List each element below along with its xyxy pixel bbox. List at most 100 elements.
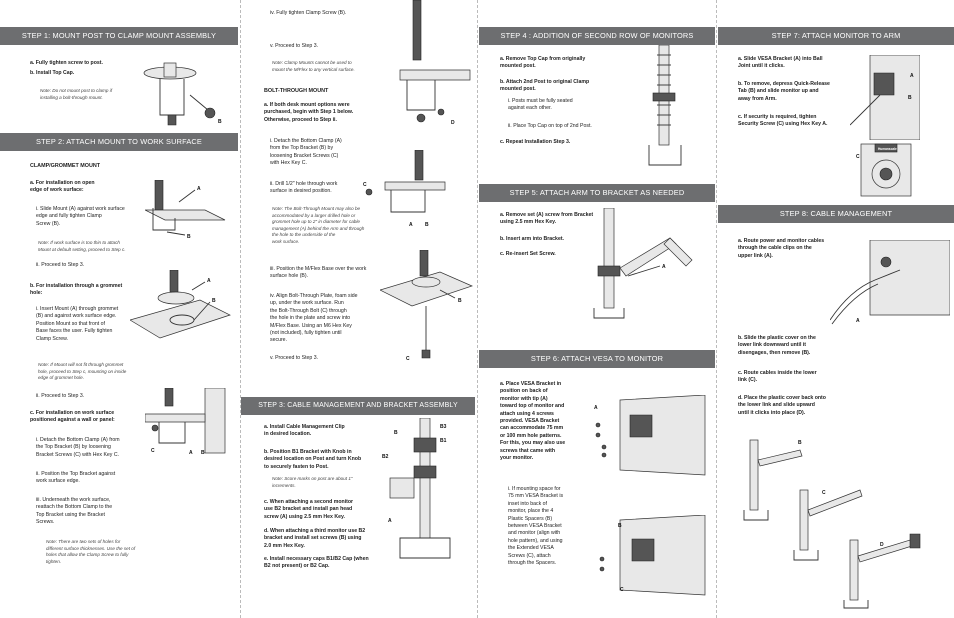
- step3-a: a. Install Cable Management Clip in desi…: [264, 424, 345, 438]
- step6-illustration-2: B C: [599, 515, 706, 596]
- step6-illustration-1: A: [594, 395, 706, 476]
- step7-b: b. To remove, depress Quick-Release Tab …: [738, 81, 830, 102]
- step2-c-i: i. Detach the Bottom Clamp (A) from the …: [36, 437, 120, 458]
- step7-label-b: B: [908, 95, 912, 101]
- step2-wall-label-a: A: [189, 450, 193, 456]
- step1-label-b: B: [218, 119, 222, 125]
- step7-label-c-svg: C: [856, 154, 860, 160]
- step3-c: c. When attaching a second monitor use B…: [264, 499, 354, 520]
- bolt1-label-c: C: [363, 182, 367, 188]
- col2-top-illustration: D: [399, 0, 471, 126]
- step3-b: b. Position B1 Bracket with Knob in desi…: [264, 449, 362, 470]
- step2-c-note2: Note: Clamp Mounts cannot be used to mou…: [272, 60, 355, 72]
- step7-illustration-2: Humanscale: [860, 143, 912, 197]
- step2-c-ii: ii. Position the Top Bracket against wor…: [36, 471, 116, 485]
- step8-b: b. Slide the plastic cover on the lower …: [738, 335, 816, 356]
- step6-a: a. Place VESA Bracket in position on bac…: [500, 381, 566, 462]
- step2-a-ii: ii. Proceed to Step 3.: [36, 262, 85, 268]
- step2-wall-label-b: B: [201, 450, 205, 456]
- step7-label-c: C: [856, 154, 860, 160]
- step2-bt-iv: iv. Align Bolt-Through Plate, foam side …: [270, 293, 358, 344]
- step1-illustration: B: [143, 62, 222, 126]
- step3-label-a: A: [388, 518, 392, 524]
- step3-label-b: B: [394, 430, 398, 436]
- step4-c: c. Repeat Installation Step 3.: [500, 139, 571, 145]
- bolt1-label-a: A: [409, 222, 413, 228]
- step7-a: a. Slide VESA Bracket (A) into Ball Join…: [738, 56, 823, 70]
- step8-label-b: B: [798, 440, 802, 446]
- step7-brand-label: Humanscale: [878, 147, 897, 151]
- step2-a: a. For installation on open edge of work…: [30, 180, 95, 194]
- step8-illustration-a: A: [830, 240, 950, 325]
- step8-a: a. Route power and monitor cables throug…: [738, 238, 825, 259]
- step1-a: a. Fully tighten screw to post.: [30, 60, 103, 66]
- step5-label-a: A: [662, 264, 666, 270]
- step2-illustration-wall: C A B: [145, 388, 226, 456]
- step4-illustration: [648, 45, 682, 166]
- bolt2-label-c: C: [406, 356, 410, 362]
- step3-d: d. When attaching a third monitor use B2…: [264, 528, 366, 549]
- bolt-illustration-2: B C: [380, 250, 473, 362]
- step5-a: a. Remove set (A) screw from Bracket usi…: [500, 212, 594, 226]
- step3-label-b1: B1: [440, 438, 447, 444]
- step1-b: b. Install Top Cap.: [30, 70, 75, 76]
- step2-edge-label-a: A: [197, 186, 201, 192]
- step6-label-c: C: [620, 587, 624, 593]
- step7-c: c. If security is required, tighten Secu…: [738, 114, 828, 128]
- step5-b: b. Insert arm into Bracket.: [500, 236, 564, 242]
- step2-a-i: i. Slide Mount (A) against work surface …: [36, 206, 125, 227]
- step2-bt-ii: ii. Drill 1/2" hole through work surface…: [270, 181, 338, 195]
- step2-b: b. For installation through a grommet ho…: [30, 283, 123, 297]
- step2-bt-iii: iii. Position the M/Flex Base over the w…: [270, 266, 367, 280]
- step7-label-a: A: [910, 73, 914, 79]
- step8-label-c: C: [822, 490, 826, 496]
- step6-label-b: B: [618, 523, 622, 529]
- step6-banner: STEP 6: ATTACH VESA TO MONITOR: [479, 350, 715, 368]
- bolt2-label-b: B: [458, 298, 462, 304]
- fold-line-2: [477, 0, 478, 618]
- fold-line-1: [240, 0, 241, 618]
- step3-label-b2: B2: [382, 454, 389, 460]
- step2-bt-v: v. Proceed to Step 3.: [270, 355, 319, 361]
- step2-c-iii: iii. Underneath the work surface, reatta…: [36, 497, 113, 526]
- step8-d: d. Place the plastic cover back onto the…: [738, 395, 826, 416]
- step3-label-b3: B3: [440, 424, 447, 430]
- step5-illustration: A: [593, 208, 693, 319]
- bolt1-label-b: B: [425, 222, 429, 228]
- step2-heading-bolt: BOLT-THROUGH MOUNT: [264, 88, 329, 94]
- step2-c-note: Note: There are two sets of holes for di…: [46, 539, 136, 564]
- step2-bt-i: i. Detach the Bottom Clamp (A) from the …: [270, 138, 342, 167]
- step8-illustration-bcd: B C D: [743, 439, 921, 609]
- step4-b-i: i. Posts must be fully seated against ea…: [508, 98, 573, 112]
- step7-illustration-1: A B: [850, 55, 920, 140]
- step8-banner: STEP 8: CABLE MANAGEMENT: [718, 205, 954, 223]
- step2-wall-label-c: C: [151, 448, 155, 454]
- step2-bt-a: a. If both desk mount options were purch…: [264, 102, 354, 123]
- bolt-illustration-1: C A B: [363, 150, 446, 228]
- step5-banner: STEP 5: ATTACH ARM TO BRACKET AS NEEDED: [479, 184, 715, 202]
- step2-heading-clamp: CLAMP/GROMMET MOUNT: [30, 163, 101, 169]
- step4-b: b. Attach 2nd Post to original Clamp mou…: [500, 79, 590, 93]
- step4-banner: STEP 4 : ADDITION OF SECOND ROW OF MONIT…: [479, 27, 715, 45]
- step5-c: c. Re-insert Set Screw.: [500, 251, 556, 257]
- step3-illustration: B B3 B1 B2 A: [382, 418, 451, 559]
- step2-illustration-edge: A B: [145, 180, 226, 240]
- step8-label-a: A: [856, 318, 860, 324]
- step2-c: c. For installation on work surface posi…: [30, 410, 115, 424]
- step3-banner: STEP 3: CABLE MANAGEMENT AND BRACKET ASS…: [241, 397, 475, 415]
- step2-grommet-label-a: A: [207, 278, 211, 284]
- step7-banner: STEP 7: ATTACH MONITOR TO ARM: [718, 27, 954, 45]
- step8-c: c. Route cables inside the lower link (C…: [738, 370, 817, 384]
- step2-a-note: Note: If work surface is too thin to att…: [38, 240, 126, 252]
- step3-note: Note: Score marks on post are about 1" i…: [272, 476, 353, 488]
- step1-banner: STEP 1: MOUNT POST TO CLAMP MOUNT ASSEMB…: [0, 27, 238, 45]
- step8-label-d: D: [880, 542, 884, 548]
- step1-note: Note: Do not mount post to clamp if inst…: [40, 88, 113, 100]
- col2-top-label-d: D: [451, 120, 455, 126]
- step2-b-note: Note: If Mount will not fit through grom…: [38, 362, 127, 381]
- step2-banner: STEP 2: ATTACH MOUNT TO WORK SURFACE: [0, 133, 238, 151]
- step4-b-ii: ii. Place Top Cap on top of 2nd Post.: [508, 123, 592, 129]
- step6-a-i: i. If mounting space for 75 mm VESA Brac…: [508, 486, 564, 567]
- step3-e: e. Install necessary caps B1/B2 Cap (whe…: [264, 556, 369, 570]
- step2-grommet-label-b: B: [212, 298, 216, 304]
